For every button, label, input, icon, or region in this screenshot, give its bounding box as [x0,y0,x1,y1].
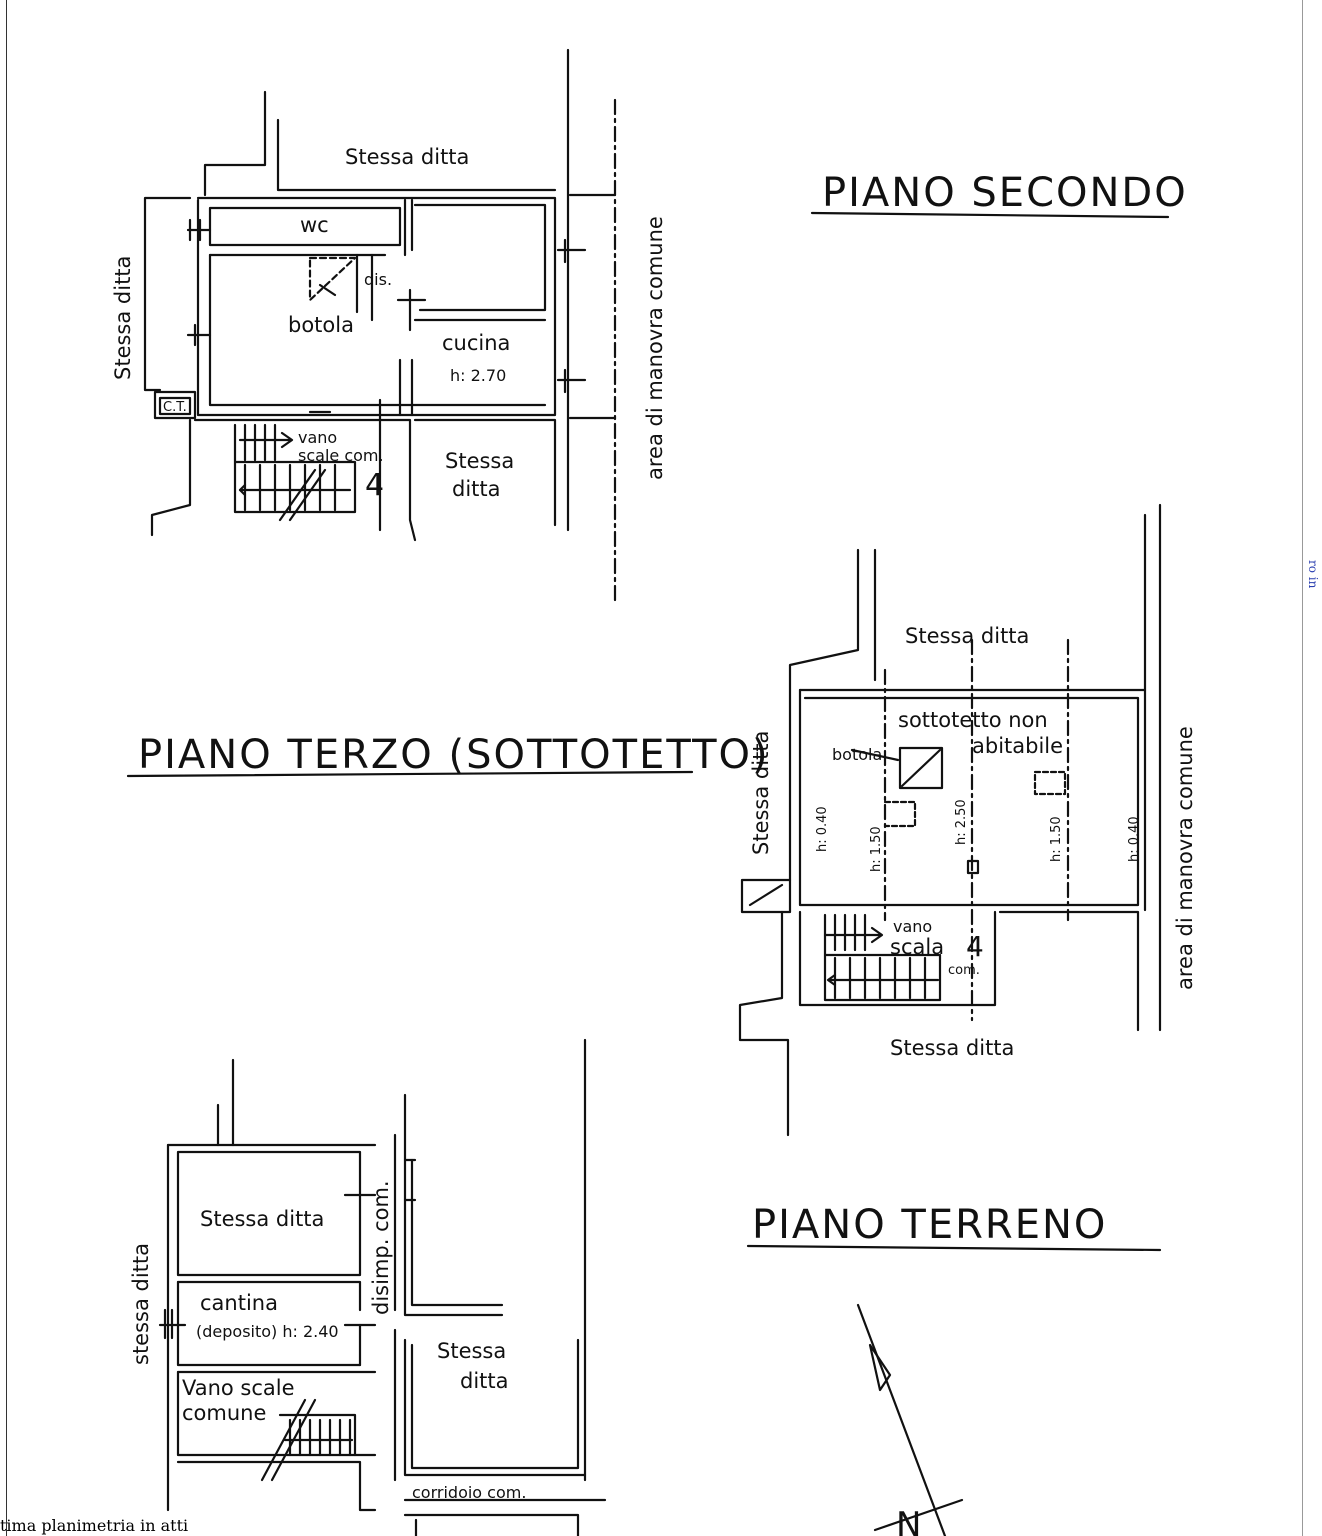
pt-stessa-ditta-left: Stessa ditta [749,731,773,855]
ps-scale-num: 4 [365,468,384,503]
left-border-line [6,0,7,1536]
pter-deposito: (deposito) h: 2.40 [196,1322,339,1341]
pt-h150-left: h: 1.50 [869,826,884,872]
pt-h250: h: 2.50 [954,799,969,845]
north-arrow [856,1303,964,1536]
ps-cucina-h: h: 2.70 [450,366,506,385]
pter-disimp: disimp. com. [369,1180,393,1315]
pt-vano: vano [893,917,932,936]
ps-stessa-ditta-top: Stessa ditta [345,145,469,169]
pt-sottotetto: sottotetto non [898,708,1048,732]
ps-scale-com: scale com. [298,446,384,465]
title-piano-terzo: PIANO TERZO (SOTTOTETTO) [138,732,770,778]
piano-secondo-walls [143,48,617,602]
north-label: N [896,1505,921,1536]
ps-stessa: Stessa [445,449,514,473]
pt-abitabile: abitabile [972,734,1063,758]
pt-h040-right: h: 0.40 [1127,816,1142,862]
pt-area-manovra: area di manovra comune [1173,726,1197,990]
piano-terreno-walls [158,1038,607,1536]
piano-terzo-underline [126,770,694,778]
title-piano-secondo: PIANO SECONDO [822,170,1188,216]
ps-ct: C.T. [163,400,187,415]
pt-stessa-ditta-bottom: Stessa ditta [890,1036,1014,1060]
pter-vano-scale: Vano scale [182,1376,295,1400]
title-piano-terreno: PIANO TERRENO [752,1202,1107,1248]
pt-h040-left: h: 0.40 [815,806,830,852]
piano-terzo-walls [738,503,1162,1137]
side-mark: ro in [1306,560,1320,589]
pter-ditta: ditta [460,1369,509,1393]
piano-terreno-underline [746,1244,1162,1252]
ps-stessa-ditta-left: Stessa ditta [111,256,135,380]
pter-cantina: cantina [200,1291,278,1315]
ps-dis: dis. [364,270,392,289]
pter-stessa: Stessa [437,1339,506,1363]
ps-botola: botola [288,313,354,337]
pter-corridoio: corridoio com. [412,1483,526,1502]
pt-stessa-ditta-top: Stessa ditta [905,624,1029,648]
ps-cucina: cucina [442,331,510,355]
pt-com: com. [948,963,980,978]
footer-note: tima planimetria in atti [0,1516,189,1535]
piano-secondo-underline [810,211,1170,219]
right-border-line [1302,0,1303,1536]
pt-scala: scala [890,935,944,959]
ps-vano: vano [298,428,337,447]
ps-wc: wc [300,213,329,237]
ps-ditta: ditta [452,477,501,501]
pt-scala-num: 4 [966,930,984,963]
pter-stessa-ditta-left: stessa ditta [129,1243,153,1365]
pter-stessa-ditta-room: Stessa ditta [200,1207,324,1231]
pter-comune: comune [182,1401,266,1425]
pt-h150-right: h: 1.50 [1049,816,1064,862]
ps-area-manovra: area di manovra comune [643,216,667,480]
pt-botola: botola [832,745,882,764]
